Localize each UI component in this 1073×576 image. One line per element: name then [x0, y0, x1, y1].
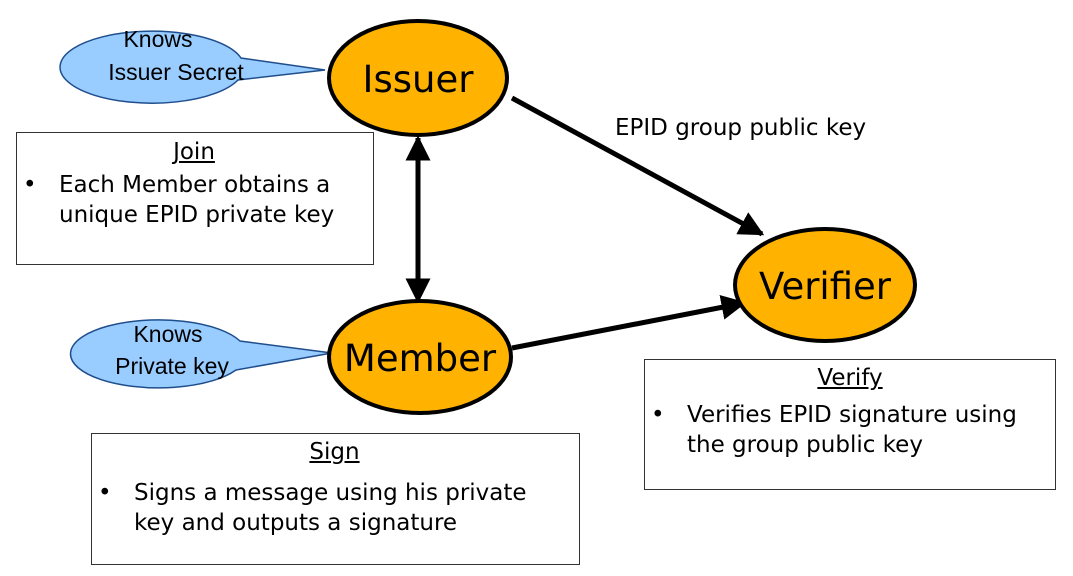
bullet: •: [23, 172, 37, 198]
sign-box-title: Sign: [309, 439, 360, 465]
join-box: Join • Each Member obtains a unique EPID…: [16, 132, 374, 265]
member-verifier-arrow: [511, 295, 747, 351]
issuer-secret-bubble-line1: Knows: [123, 26, 192, 52]
verify-box: Verify • Verifies EPID signature using t…: [644, 359, 1056, 490]
member-node: Member: [327, 299, 513, 415]
join-box-title: Join: [173, 139, 215, 165]
verifier-node-label: Verifier: [759, 265, 892, 308]
private-key-bubble-shape: [69, 319, 333, 389]
verify-box-item-text: Verifies EPID signature using the group …: [687, 402, 1017, 458]
verify-box-title: Verify: [817, 365, 883, 391]
private-key-bubble-line1: Knows: [133, 321, 202, 347]
issuer-secret-bubble-line2: Issuer Secret: [108, 59, 244, 85]
verifier-node-ellipse: [733, 227, 917, 343]
bullet: •: [651, 402, 665, 428]
private-key-bubble: Knows Private key: [69, 319, 333, 389]
member-node-label: Member: [344, 337, 497, 380]
bullet: •: [98, 480, 112, 506]
issuer-node: Issuer: [327, 19, 509, 137]
sign-box-item: • Signs a message using his private key …: [98, 478, 571, 538]
join-box-item: • Each Member obtains a unique EPID priv…: [23, 170, 365, 230]
issuer-verifier-label: EPID group public key: [615, 115, 866, 141]
verifier-node: Verifier: [733, 227, 917, 343]
verify-box-item: • Verifies EPID signature using the grou…: [651, 400, 1049, 460]
member-node-ellipse: [327, 299, 513, 415]
private-key-bubble-line2: Private key: [115, 353, 229, 379]
issuer-node-ellipse: [327, 19, 509, 137]
join-box-item-text: Each Member obtains a unique EPID privat…: [59, 172, 335, 228]
sign-box: Sign • Signs a message using his private…: [91, 433, 580, 565]
issuer-node-label: Issuer: [363, 58, 475, 101]
sign-box-item-text: Signs a message using his private key an…: [134, 480, 527, 536]
issuer-secret-bubble: Knows Issuer Secret: [59, 26, 326, 104]
issuer-verifier-arrow: [510, 95, 765, 237]
issuer-secret-bubble-shape: [59, 30, 326, 104]
